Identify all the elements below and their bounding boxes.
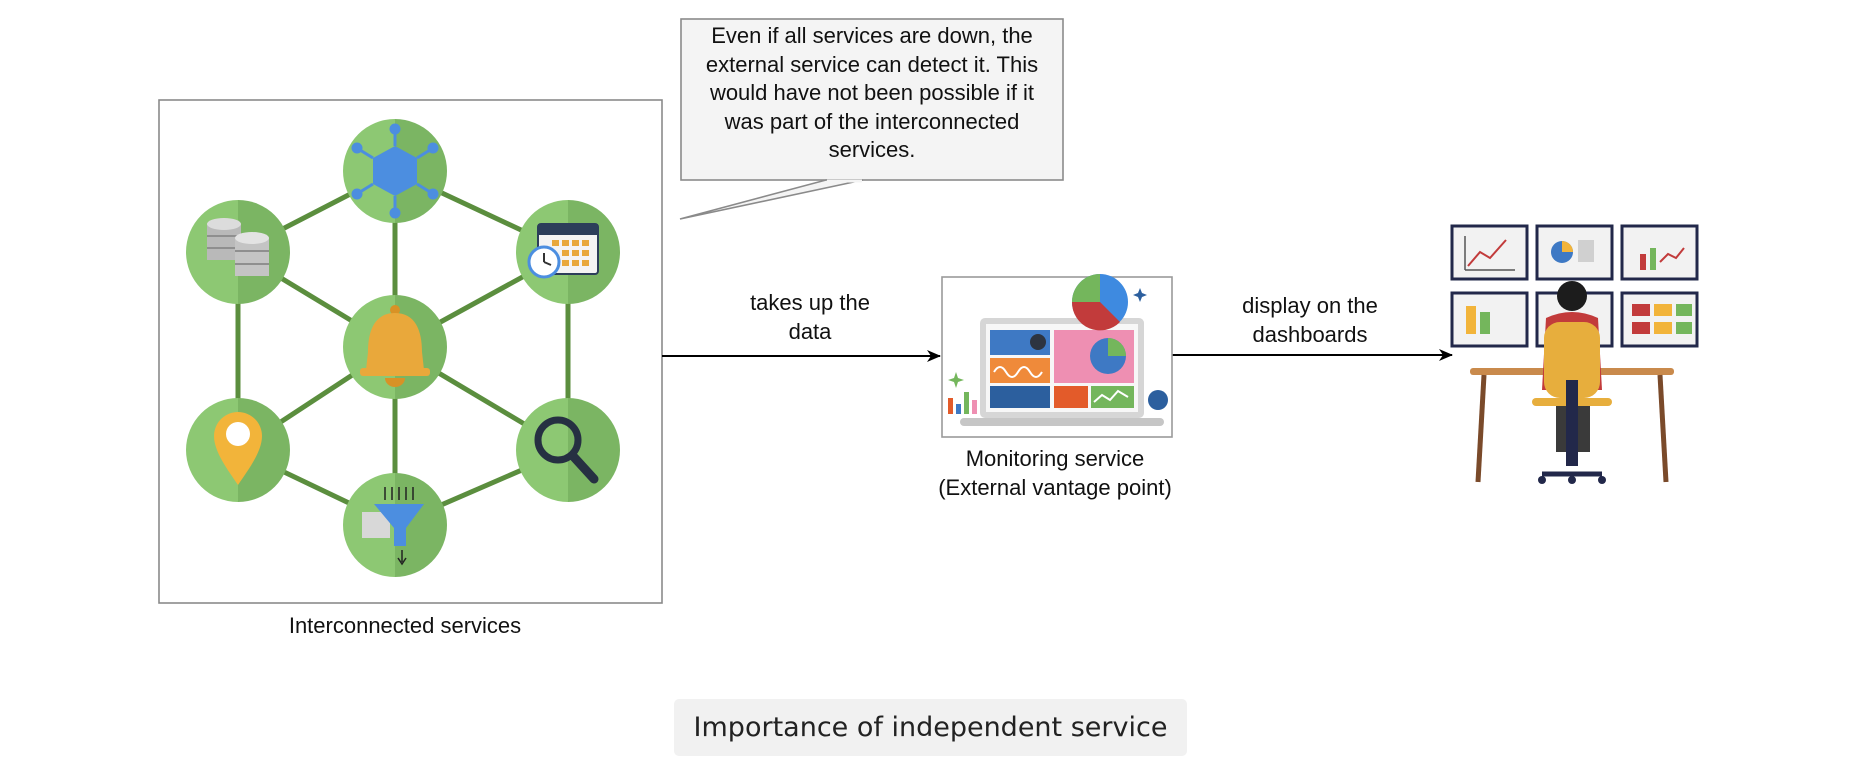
bell-node (343, 295, 447, 399)
diagram-title: Importance of independent service (674, 699, 1187, 756)
callout-line: Even if all services are down, the (711, 23, 1033, 48)
callout-line: services. (828, 137, 916, 162)
dashboard-operator (1450, 224, 1699, 484)
takes-up-line: takes up the (750, 290, 870, 315)
location-node (186, 398, 290, 502)
callout-line: was part of the interconnected (724, 108, 1020, 134)
magnifier-node (516, 398, 620, 502)
callout-line: external service can detect it. This (705, 51, 1039, 77)
magnifier-icon (534, 416, 599, 484)
calendar-node (516, 200, 620, 304)
calendar-clock-icon (527, 223, 599, 279)
funnel-node (343, 473, 447, 577)
location-pin-icon (214, 412, 262, 485)
monitoring-line: Monitoring service (965, 446, 1145, 471)
takes-up-label: takes up the data (700, 288, 920, 346)
callout-bubble (679, 18, 1064, 220)
services-label: Interconnected services (288, 613, 522, 638)
display-label: display on the dashboards (1200, 291, 1420, 349)
database-node (186, 200, 290, 304)
network-icon (351, 123, 439, 219)
database-icon (207, 218, 269, 276)
callout-text: Even if all services are down, the exter… (684, 22, 1060, 165)
callout-line: would have not been possible if it (709, 80, 1035, 105)
diagram-title-text: Importance of independent service (693, 712, 1168, 743)
takes-up-line: data (788, 319, 832, 344)
display-line: display on the (1242, 293, 1378, 318)
monitoring-label: Monitoring service (External vantage poi… (905, 444, 1205, 502)
funnel-icon (362, 487, 424, 566)
bell-icon (360, 305, 430, 387)
network-node (343, 119, 447, 223)
monitoring-laptop (941, 274, 1173, 438)
display-line: dashboards (1252, 322, 1368, 347)
monitoring-line: (External vantage point) (938, 475, 1172, 500)
